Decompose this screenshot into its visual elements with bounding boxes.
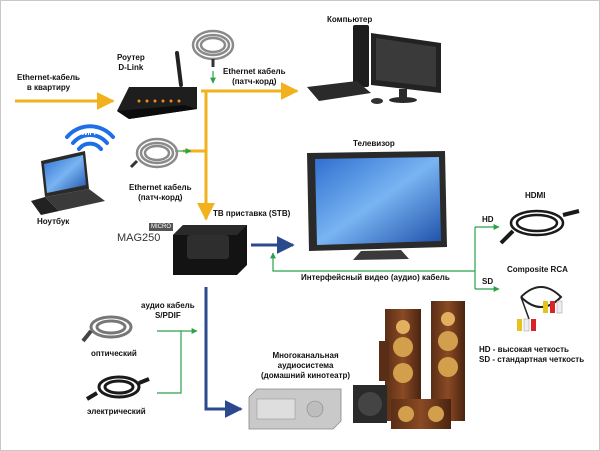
laptop-device xyxy=(31,151,105,215)
router-device xyxy=(117,51,197,119)
tv-label: Телевизор xyxy=(353,139,395,148)
interface-lines xyxy=(157,71,500,394)
stb-to-audio-arrow xyxy=(204,287,243,418)
ethernet-patch-mid-label: Ethernet кабель (патч-корд) xyxy=(129,183,192,202)
electrical-cable xyxy=(85,375,150,401)
stb-brand-label: MAG250 xyxy=(117,232,161,244)
stb-label: ТВ приставка (STB) xyxy=(213,209,291,218)
stb-device xyxy=(173,225,247,275)
wifi-label: WiFi xyxy=(81,130,96,137)
legend-sd: SD - стандартная четкость xyxy=(479,355,585,364)
audio-system-label: Многоканальная аудиосистема (домашний ки… xyxy=(261,351,351,380)
tv-device xyxy=(307,151,447,260)
ethernet-patch-top-label: Ethernet кабель (патч-корд) xyxy=(223,67,286,86)
computer-label: Компьютер xyxy=(327,15,373,24)
patch-cable-top xyxy=(191,29,235,67)
computer-device xyxy=(307,25,441,104)
router-label: Роутер D-Link xyxy=(117,53,145,72)
optical-cable xyxy=(81,315,133,343)
electrical-label: электрический xyxy=(87,407,146,416)
stb-brand-badge: MICRO xyxy=(149,223,173,231)
patch-cable-mid xyxy=(129,137,179,169)
interface-cable-line xyxy=(270,252,475,272)
hdmi-label: HDMI xyxy=(525,191,546,200)
legend: HD - высокая четкость SD - стандартная ч… xyxy=(479,345,584,365)
composite-label: Composite RCA xyxy=(507,265,568,274)
ethernet-in-label: Ethernet-кабель в квартиру xyxy=(17,73,80,92)
signal-arrows xyxy=(204,236,295,418)
legend-hd: HD - высокая четкость xyxy=(479,345,569,354)
sd-tag: SD xyxy=(482,277,494,286)
hd-tag: HD xyxy=(482,215,494,224)
speakers xyxy=(353,301,465,429)
audio-bracket xyxy=(157,330,182,394)
hdmi-cable xyxy=(499,209,580,245)
audio-cable-label: аудио кабель S/PDIF xyxy=(141,301,195,320)
optical-label: оптический xyxy=(91,349,137,358)
av-receiver xyxy=(248,388,342,430)
laptop-label: Ноутбук xyxy=(37,217,70,226)
wifi-symbol xyxy=(65,124,115,151)
interface-cable-label: Интерфейсный видео (аудио) кабель xyxy=(301,273,450,282)
composite-cable xyxy=(517,286,563,332)
